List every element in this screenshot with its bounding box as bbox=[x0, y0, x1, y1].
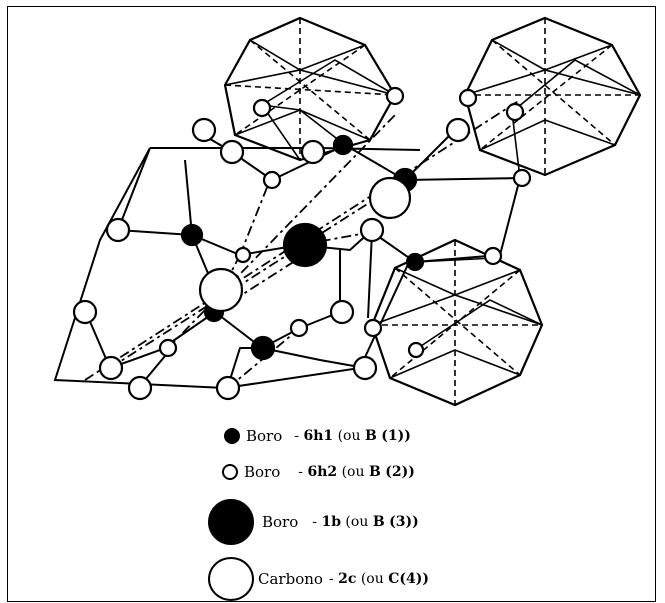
atom-boron-6h2 bbox=[483, 246, 503, 266]
icosahedron-bottom bbox=[370, 238, 544, 407]
cell-edge bbox=[261, 347, 366, 369]
cell-edge bbox=[84, 309, 216, 370]
cell-edge bbox=[117, 229, 301, 257]
atom-boron-6h2 bbox=[458, 88, 478, 108]
cell-edge bbox=[184, 159, 193, 236]
atom-boron-6h2 bbox=[105, 217, 131, 243]
atom-carbon-2c bbox=[198, 267, 244, 313]
cell-edge bbox=[150, 147, 421, 151]
atom-boron-6h2 bbox=[445, 117, 471, 143]
icosahedron-top bbox=[223, 16, 397, 162]
atom-boron-6h2 bbox=[289, 318, 309, 338]
atom-boron-6h2 bbox=[352, 355, 378, 381]
atom-boron-6h1 bbox=[180, 223, 204, 247]
atom-boron-6h2 bbox=[158, 338, 178, 358]
atom-boron-6h2 bbox=[127, 375, 153, 401]
atom-boron-6h1 bbox=[405, 252, 425, 272]
atom-boron-6h2 bbox=[191, 117, 217, 143]
atom-boron-6h2 bbox=[252, 98, 272, 118]
atom-boron-6h2 bbox=[505, 102, 525, 122]
atom-boron-6h2 bbox=[262, 170, 282, 190]
atom-boron-6h2 bbox=[359, 217, 385, 243]
atom-boron-6h2 bbox=[219, 139, 245, 165]
atom-boron-6h2 bbox=[512, 168, 532, 188]
atom-boron-6h1 bbox=[250, 335, 276, 361]
atom-carbon-2c bbox=[368, 176, 412, 220]
atom-boron-6h2 bbox=[407, 341, 425, 359]
atom-boron-6h2 bbox=[215, 375, 241, 401]
atom-boron-6h2 bbox=[385, 86, 405, 106]
atom-boron-6h2 bbox=[98, 355, 124, 381]
icosahedra bbox=[223, 16, 642, 407]
icosahedron-right bbox=[463, 16, 642, 179]
atom-boron-6h2 bbox=[329, 299, 355, 325]
atoms bbox=[72, 86, 532, 401]
cell-edge bbox=[214, 311, 341, 350]
atom-boron-6h2 bbox=[234, 246, 252, 264]
figure-frame bbox=[7, 6, 656, 602]
bond-lines bbox=[53, 129, 522, 390]
cell-edge bbox=[117, 147, 151, 231]
atom-boron-1b bbox=[282, 222, 328, 268]
cell-edge bbox=[404, 176, 522, 263]
atom-boron-6h2 bbox=[363, 318, 383, 338]
atom-boron-6h2 bbox=[300, 139, 326, 165]
atom-boron-6h2 bbox=[72, 299, 98, 325]
atom-boron-6h1 bbox=[332, 134, 354, 156]
